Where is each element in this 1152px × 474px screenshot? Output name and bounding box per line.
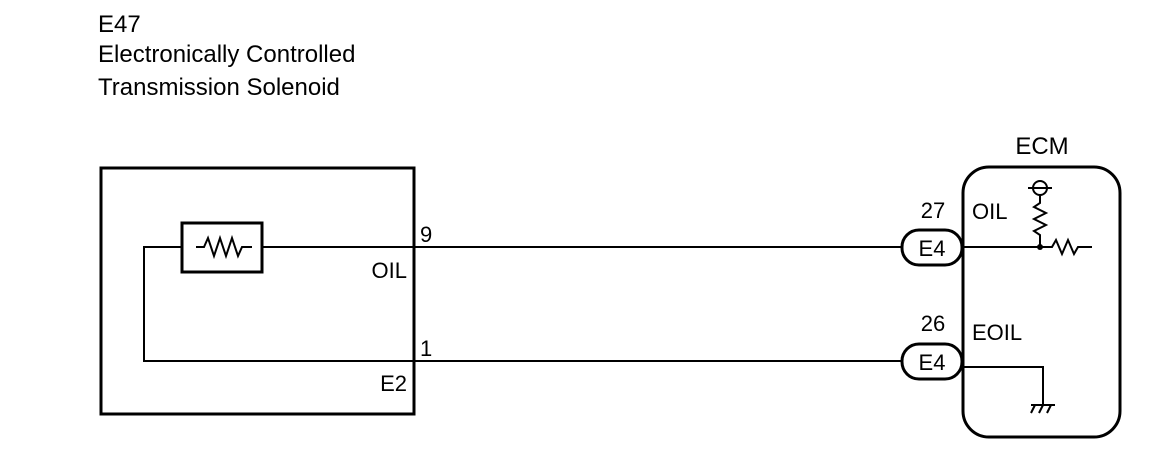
solenoid-pin-9: 9 [420, 222, 432, 247]
connector-label: E4 [919, 350, 946, 375]
solenoid-box [99, 166, 416, 416]
solenoid-signal-e2: E2 [380, 371, 407, 396]
component-name-line1: Electronically Controlled [98, 41, 355, 68]
solenoid-internal-return-wire [143, 246, 414, 362]
solenoid-signal-oil: OIL [372, 258, 407, 283]
ground-icon [1030, 404, 1055, 414]
ecm-pullup-resistor-icon [1028, 180, 1052, 245]
connector-e4-oil: E4 [900, 228, 964, 267]
solenoid-pin-1: 1 [420, 336, 432, 361]
ecm-label: ECM [1015, 133, 1068, 160]
ecm-series-resistor-icon [1040, 237, 1092, 257]
connector-e4-eoil: E4 [900, 342, 964, 381]
ecm-pin-27: 27 [921, 198, 945, 223]
connector-label: E4 [919, 236, 946, 261]
ecm-signal-eoil: EOIL [972, 320, 1022, 345]
ecm-box [961, 165, 1122, 439]
component-code: E47 [98, 11, 141, 38]
ecm-internal-eoil-wire [962, 366, 1044, 405]
solenoid-resistor-icon [180, 221, 264, 274]
ecm-pin-26: 26 [921, 311, 945, 336]
ecm-signal-oil: OIL [972, 199, 1007, 224]
component-name-line2: Transmission Solenoid [98, 74, 340, 101]
component-title: E47 Electronically Controlled Transmissi… [98, 11, 355, 101]
